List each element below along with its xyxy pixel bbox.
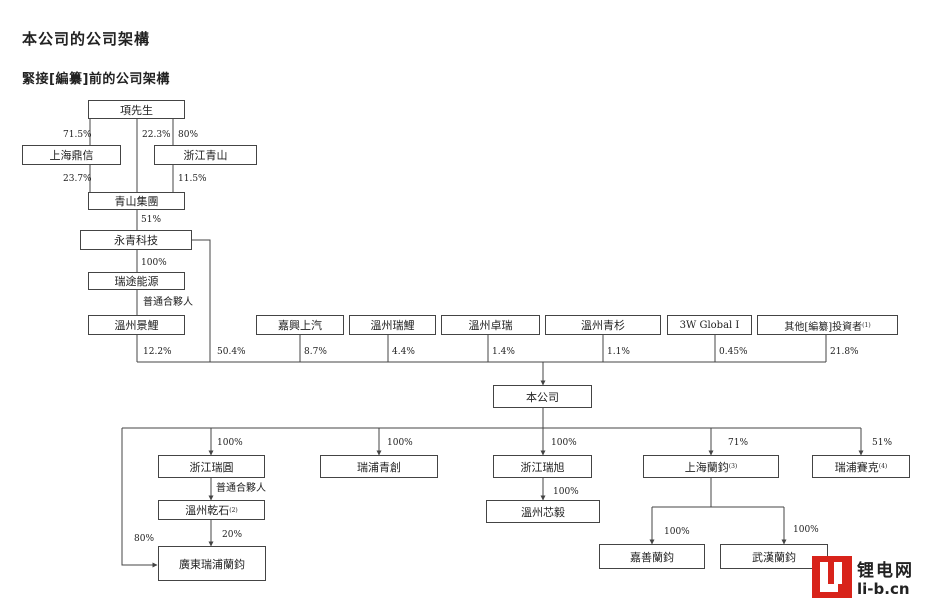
node-zhejiang-ruiyuan: 浙江瑞圓: [158, 455, 265, 478]
pct-other: 21.8%: [830, 347, 859, 357]
node-qingshan-group: 青山集團: [88, 192, 185, 210]
node-shanghai-lanjun: 上海蘭鈞(3): [643, 455, 779, 478]
pct-dingxin-group: 23.7%: [63, 174, 92, 184]
pct-saike: 51%: [872, 438, 893, 448]
node-zhejiang-qingshan: 浙江青山: [154, 145, 257, 165]
footnote-3: (3): [728, 463, 738, 470]
wenzhou-qianshi-label: 溫州乾石: [185, 504, 230, 517]
pct-saic: 8.7%: [304, 347, 327, 357]
node-mr-xiang: 項先生: [88, 100, 185, 119]
node-wenzhou-jingli: 溫州景鯉: [88, 315, 185, 335]
pct-ruiyuan: 100%: [217, 438, 243, 448]
pct-qianshi-guangdong: 20%: [222, 530, 243, 540]
pct-jingli: 12.2%: [143, 347, 172, 357]
node-wenzhou-zhuorui: 溫州卓瑞: [441, 315, 540, 335]
page-title: 本公司的公司架構: [22, 30, 151, 48]
node-ruitu-energy: 瑞途能源: [88, 272, 185, 290]
footnote-1: (1): [862, 321, 871, 329]
node-zhejiang-ruixu: 浙江瑞旭: [493, 455, 592, 478]
footnote-4: (4): [878, 463, 888, 470]
pct-ruixu-xinyi: 100%: [553, 487, 579, 497]
node-jiashan-lanjun: 嘉善蘭鈞: [599, 544, 705, 569]
footnote-2: (2): [229, 506, 238, 514]
node-ruipu-qingchuang: 瑞浦青創: [320, 455, 438, 478]
pct-xiang-dingxin: 71.5%: [63, 130, 92, 140]
pct-wuhan: 100%: [793, 525, 819, 535]
node-3w-global: 3W Global I: [667, 315, 752, 335]
pct-jiashan: 100%: [664, 527, 690, 537]
pct-ruili: 4.4%: [392, 347, 415, 357]
li-b-logo-icon: [812, 556, 852, 598]
node-other-investors: 其他[編纂]投資者(1): [757, 315, 898, 335]
node-guangdong-ruipu-lanjun: 廣東瑞浦蘭鈞: [158, 546, 266, 581]
pct-yongqing: 50.4%: [217, 347, 246, 357]
pct-xiang-qingshan: 80%: [178, 130, 199, 140]
watermark-en: li-b.cn: [857, 580, 910, 598]
node-shanghai-dingxin: 上海鼎信: [22, 145, 121, 165]
node-wuhan-lanjun: 武漢蘭鈞: [720, 544, 828, 569]
pct-yongqing-ruitu: 100%: [141, 258, 167, 268]
pct-3w: 0.45%: [719, 347, 748, 357]
node-company: 本公司: [493, 385, 592, 408]
watermark-cn: 锂电网: [857, 561, 914, 581]
pct-xiang-group: 22.3%: [142, 130, 171, 140]
ruipu-saike-label: 瑞浦賽克: [834, 460, 879, 474]
shanghai-lanjun-label: 上海蘭鈞: [684, 460, 729, 474]
node-wenzhou-xinyi: 溫州芯毅: [486, 500, 600, 523]
pct-qingchuang: 100%: [387, 438, 413, 448]
other-investors-label: 其他[編纂]投資者: [784, 321, 863, 333]
node-yongqing-tech: 永青科技: [80, 230, 192, 250]
pct-qingshan: 1.1%: [607, 347, 630, 357]
pct-qingshan-group: 11.5%: [178, 174, 207, 184]
node-wenzhou-qingshan: 溫州青杉: [545, 315, 661, 335]
node-wenzhou-qianshi: 溫州乾石(2): [158, 500, 265, 520]
pct-company-guangdong: 80%: [134, 534, 155, 544]
page-subtitle: 緊接[編纂]前的公司架構: [22, 72, 170, 87]
node-jiaxing-saic: 嘉興上汽: [256, 315, 344, 335]
gp-label-1: 普通合夥人: [143, 297, 193, 308]
pct-ruixu: 100%: [551, 438, 577, 448]
gp-label-2: 普通合夥人: [216, 483, 266, 494]
pct-lanjun: 71%: [728, 438, 749, 448]
pct-group-yongqing: 51%: [141, 215, 162, 225]
node-wenzhou-ruili: 溫州瑞鯉: [349, 315, 436, 335]
pct-zhuorui: 1.4%: [492, 347, 515, 357]
node-ruipu-saike: 瑞浦賽克(4): [812, 455, 910, 478]
